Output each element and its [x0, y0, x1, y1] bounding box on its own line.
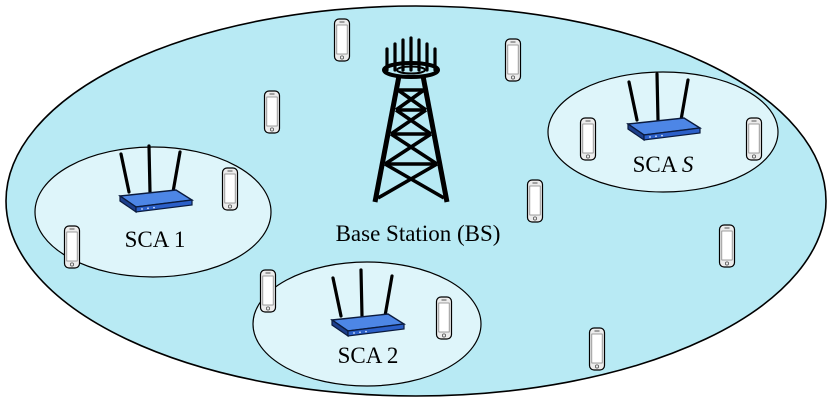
- base-station-label: Base Station (BS): [336, 221, 501, 246]
- smartphone-icon: [745, 117, 763, 161]
- cell-tower-icon: [372, 36, 450, 203]
- sca-1-label: SCA 1: [125, 227, 186, 252]
- smartphone-icon: [263, 90, 281, 134]
- smartphone-icon: [259, 269, 277, 313]
- smartphone-icon: [504, 38, 522, 82]
- smartphone-icon: [579, 117, 597, 161]
- sca-2-label: SCA 2: [338, 343, 399, 368]
- sca-s-label: SCA S: [633, 152, 694, 177]
- smartphone-icon: [718, 224, 736, 268]
- smartphone-icon: [588, 327, 606, 371]
- smartphone-icon: [221, 167, 239, 211]
- smartphone-icon: [526, 179, 544, 223]
- sca-1-region: [34, 146, 272, 278]
- smartphone-icon: [435, 296, 453, 340]
- smartphone-icon: [333, 18, 351, 62]
- smartphone-icon: [63, 225, 81, 269]
